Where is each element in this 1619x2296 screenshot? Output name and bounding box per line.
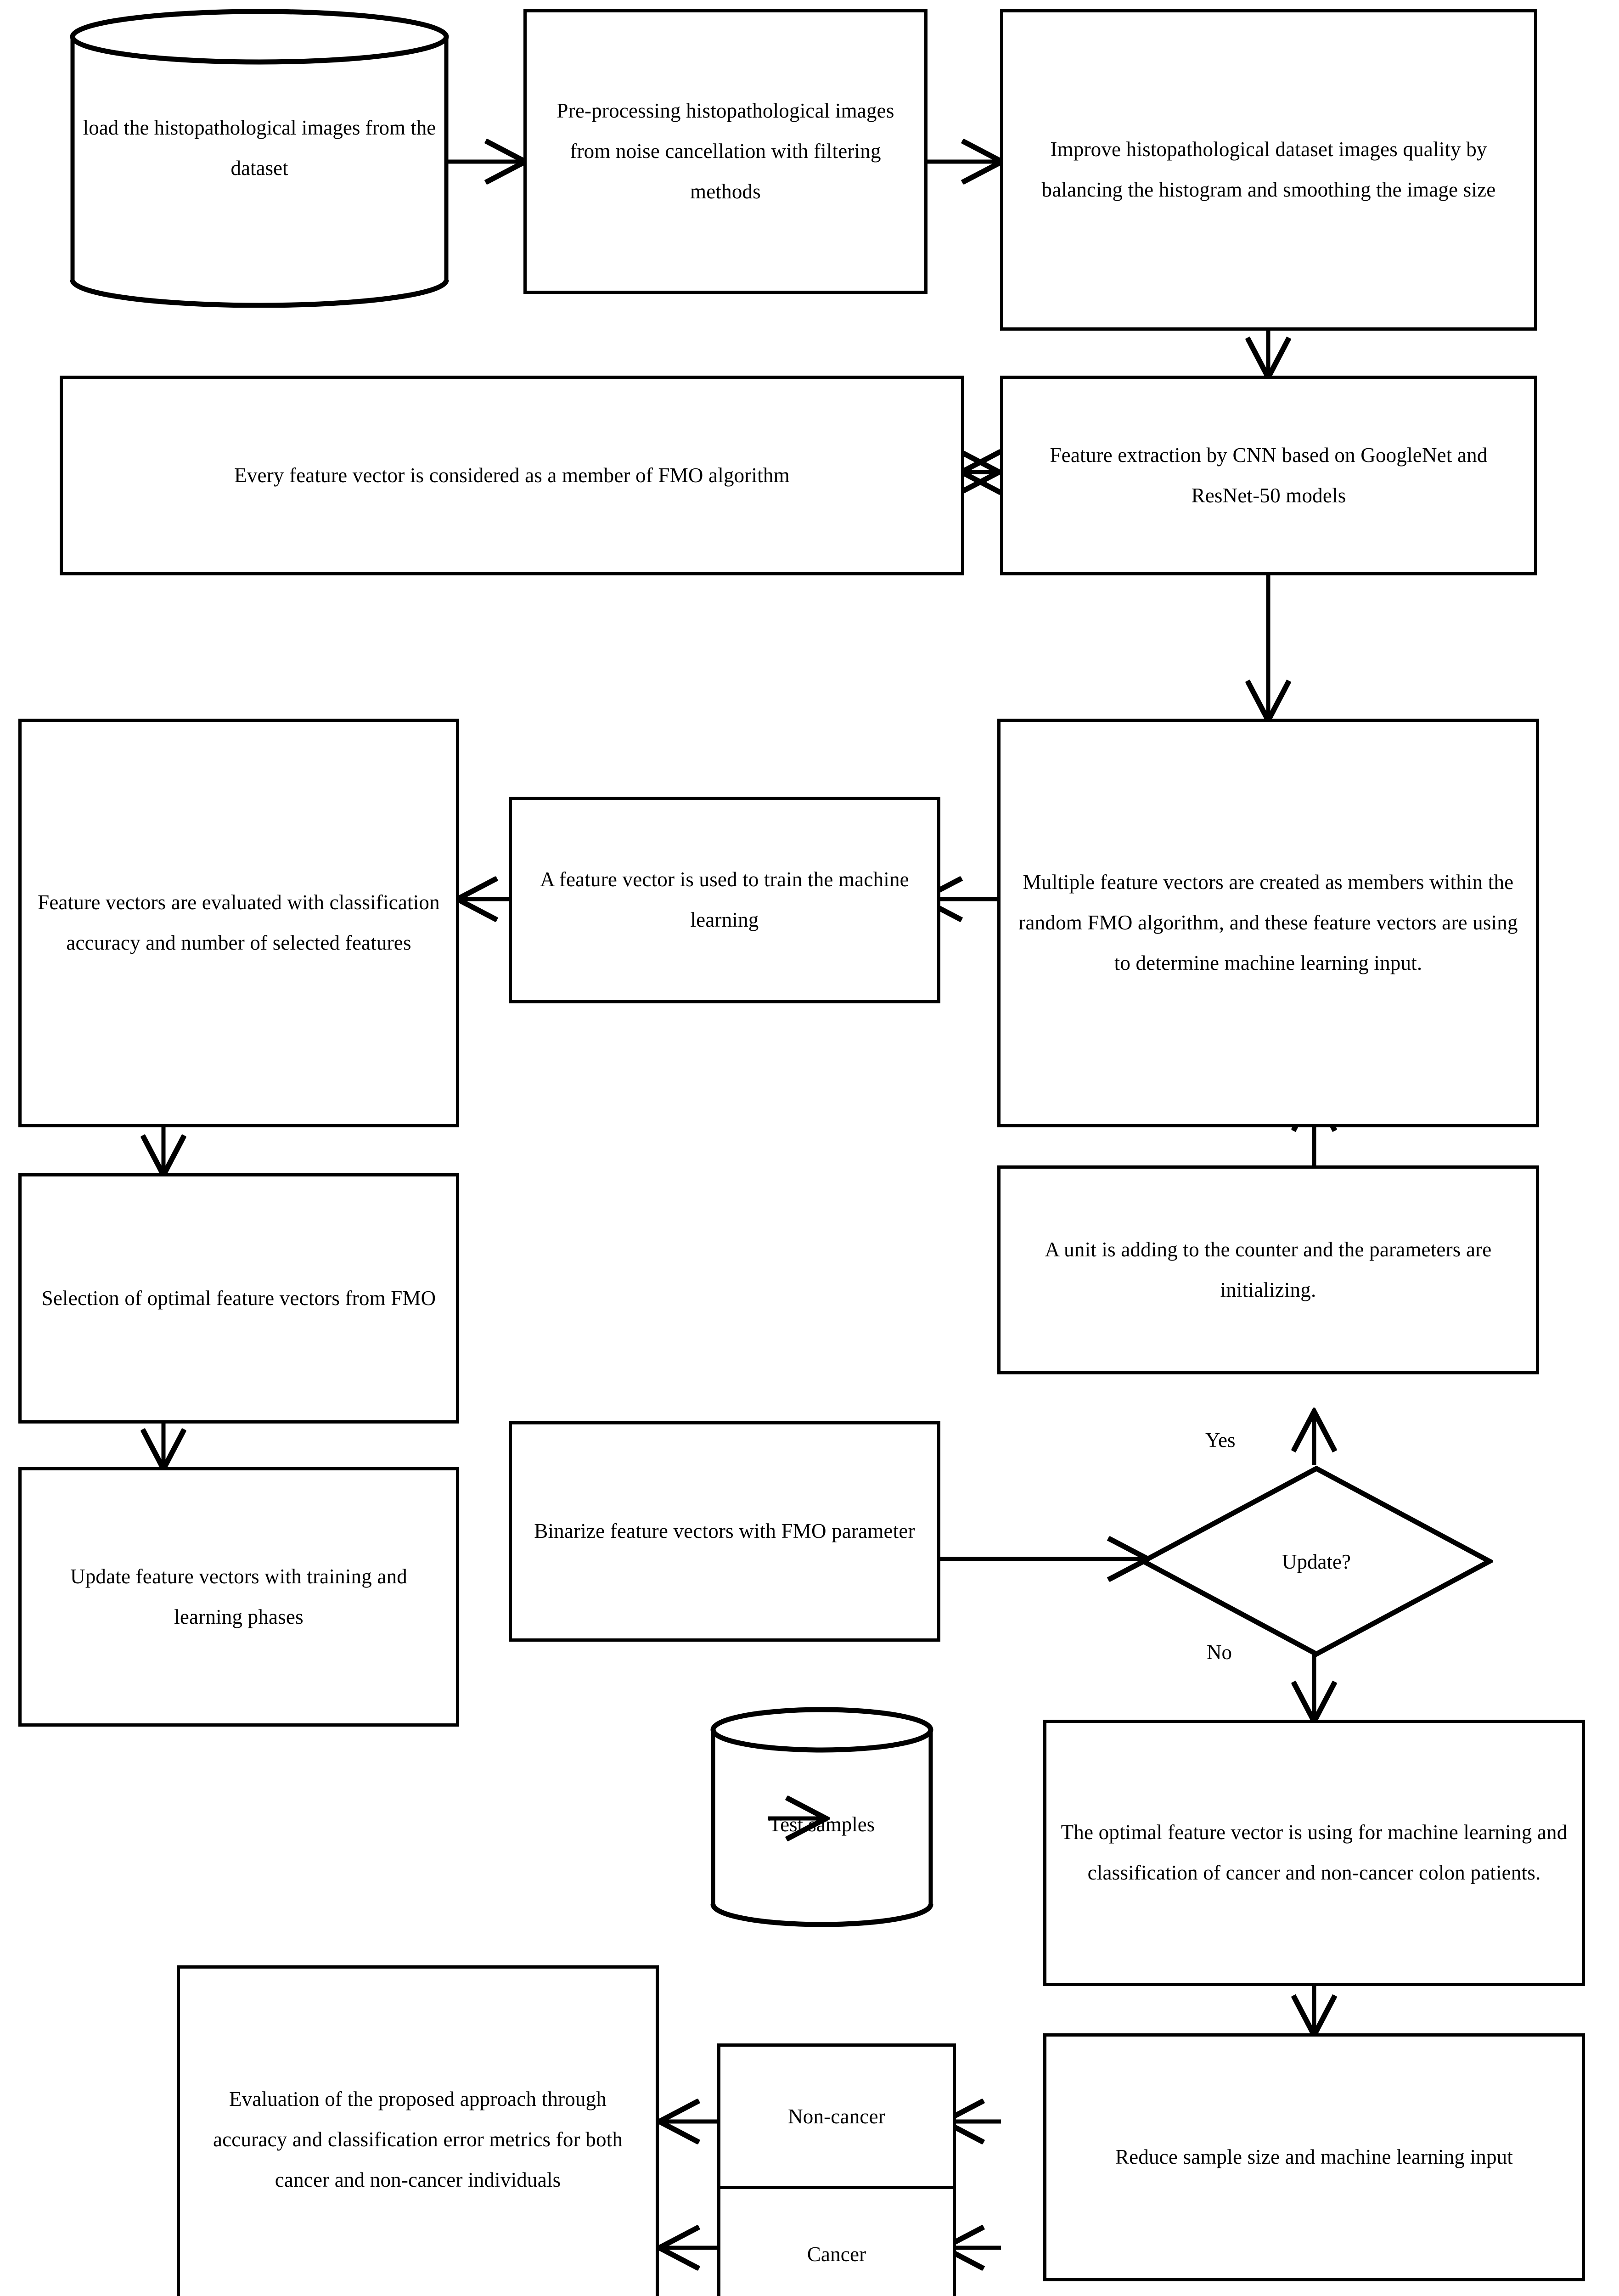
node-update-vectors-label: Update feature vectors with training and… xyxy=(70,1564,407,1628)
node-test-samples-label: Test samples xyxy=(769,1813,875,1836)
node-fmo-member-label: Every feature vector is considered as a … xyxy=(234,463,790,487)
node-improve-quality-label: Improve histopathological dataset images… xyxy=(1041,138,1496,201)
node-optimal-use: The optimal feature vector is using for … xyxy=(1043,1720,1585,1986)
edge-label-yes: Yes xyxy=(1205,1429,1236,1452)
node-multiple-vectors: Multiple feature vectors are created as … xyxy=(997,719,1539,1127)
node-update-decision-label: Update? xyxy=(1282,1550,1351,1573)
node-binarize-label: Binarize feature vectors with FMO parame… xyxy=(534,1519,915,1543)
node-improve-quality: Improve histopathological dataset images… xyxy=(1000,9,1537,331)
node-non-cancer-label: Non-cancer xyxy=(788,2105,885,2128)
node-load-data-label: load the histopathological images from t… xyxy=(83,116,436,180)
node-select-optimal: Selection of optimal feature vectors fro… xyxy=(18,1173,459,1424)
node-cancer: Cancer xyxy=(717,2186,956,2296)
node-multiple-vectors-label: Multiple feature vectors are created as … xyxy=(1018,871,1518,974)
node-load-data: load the histopathological images from t… xyxy=(69,9,450,308)
node-select-optimal-label: Selection of optimal feature vectors fro… xyxy=(41,1286,436,1310)
node-preprocess: Pre-processing histopathological images … xyxy=(523,9,928,294)
node-preprocess-label: Pre-processing histopathological images … xyxy=(557,99,894,203)
diamond-shape xyxy=(1140,1465,1493,1657)
node-evaluation: Evaluation of the proposed approach thro… xyxy=(177,1965,659,2296)
node-evaluation-label: Evaluation of the proposed approach thro… xyxy=(213,2088,623,2191)
node-non-cancer: Non-cancer xyxy=(717,2043,956,2190)
edge-label-no: No xyxy=(1207,1641,1232,1664)
cylinder-shape xyxy=(70,9,449,308)
node-train-ml: A feature vector is used to train the ma… xyxy=(509,797,940,1003)
node-feature-extract-label: Feature extraction by CNN based on Googl… xyxy=(1050,443,1488,507)
node-counter-unit: A unit is adding to the counter and the … xyxy=(997,1165,1539,1374)
node-reduce-sample: Reduce sample size and machine learning … xyxy=(1043,2033,1585,2281)
node-counter-unit-label: A unit is adding to the counter and the … xyxy=(1045,1238,1492,1301)
node-update-decision: Update? xyxy=(1140,1465,1493,1658)
node-train-ml-label: A feature vector is used to train the ma… xyxy=(540,868,909,931)
node-cancer-label: Cancer xyxy=(807,2243,866,2266)
node-update-vectors: Update feature vectors with training and… xyxy=(18,1467,459,1727)
node-reduce-sample-label: Reduce sample size and machine learning … xyxy=(1115,2145,1513,2169)
node-fmo-member: Every feature vector is considered as a … xyxy=(60,376,964,575)
node-binarize: Binarize feature vectors with FMO parame… xyxy=(509,1421,940,1642)
node-evaluate-vectors-label: Feature vectors are evaluated with class… xyxy=(38,891,440,954)
node-feature-extract: Feature extraction by CNN based on Googl… xyxy=(1000,376,1537,575)
cylinder-shape xyxy=(710,1707,933,1927)
node-optimal-use-label: The optimal feature vector is using for … xyxy=(1061,1821,1568,1884)
node-evaluate-vectors: Feature vectors are evaluated with class… xyxy=(18,719,459,1127)
node-test-samples: Test samples xyxy=(709,1706,934,1931)
